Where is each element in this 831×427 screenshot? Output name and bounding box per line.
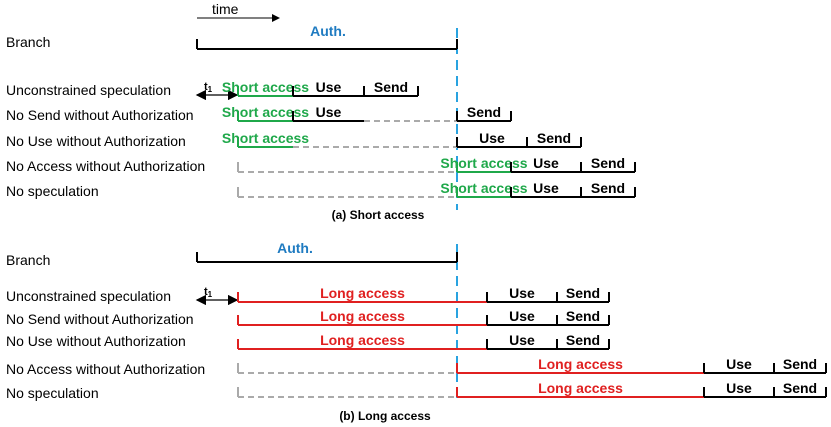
row-label-a-3: No Use without Authorization (6, 133, 186, 149)
caption-a: (a) Short access (332, 208, 425, 222)
a3-short-label: Short access (222, 130, 309, 146)
b2-long-label: Long access (320, 308, 405, 324)
row-label-branch-b: Branch (6, 252, 50, 268)
a5-use-label: Use (533, 180, 559, 196)
b2-send-label: Send (566, 308, 600, 324)
b3-use-label: Use (509, 332, 535, 348)
a4-use-label: Use (533, 155, 559, 171)
caption-b: (b) Long access (339, 409, 431, 423)
b1-long-label: Long access (320, 285, 405, 301)
a4-short-label: Short access (440, 155, 527, 171)
b4-send-label: Send (783, 356, 817, 372)
b5-long-label: Long access (538, 380, 623, 396)
t1-label-b: t1 (204, 286, 213, 299)
a2-use-label: Use (316, 104, 342, 120)
a2-send-label: Send (467, 104, 501, 120)
row-label-branch-a: Branch (6, 34, 50, 50)
row-label-b-2: No Send without Authorization (6, 311, 194, 327)
row-label-a-1: Unconstrained speculation (6, 82, 171, 98)
row-label-b-4: No Access without Authorization (6, 361, 205, 377)
b5-send-label: Send (783, 380, 817, 396)
row-label-b-1: Unconstrained speculation (6, 288, 171, 304)
a3-send-label: Send (537, 130, 571, 146)
t1-subscript-b: 1 (208, 290, 213, 299)
auth-label-b: Auth. (277, 240, 313, 256)
a2-short-label: Short access (222, 104, 309, 120)
row-label-a-2: No Send without Authorization (6, 107, 194, 123)
a5-send-label: Send (591, 180, 625, 196)
auth-label-a: Auth. (310, 23, 346, 39)
b2-use-label: Use (509, 308, 535, 324)
a1-send-label: Send (374, 79, 408, 95)
row-label-a-5: No speculation (6, 183, 99, 199)
t1-subscript-a: 1 (208, 85, 213, 94)
time-label: time (212, 1, 239, 17)
t1-label-a: t1 (204, 81, 213, 94)
row-label-a-4: No Access without Authorization (6, 158, 205, 174)
row-label-b-5: No speculation (6, 385, 99, 401)
b1-send-label: Send (566, 285, 600, 301)
a1-use-label: Use (316, 79, 342, 95)
a1-short-label: Short access (222, 79, 309, 95)
b3-send-label: Send (566, 332, 600, 348)
a3-use-label: Use (479, 130, 505, 146)
b1-use-label: Use (509, 285, 535, 301)
b3-long-label: Long access (320, 332, 405, 348)
b4-long-label: Long access (538, 356, 623, 372)
b4-use-label: Use (726, 356, 752, 372)
a4-send-label: Send (591, 155, 625, 171)
b5-use-label: Use (726, 380, 752, 396)
a5-short-label: Short access (440, 180, 527, 196)
row-label-b-3: No Use without Authorization (6, 333, 186, 349)
